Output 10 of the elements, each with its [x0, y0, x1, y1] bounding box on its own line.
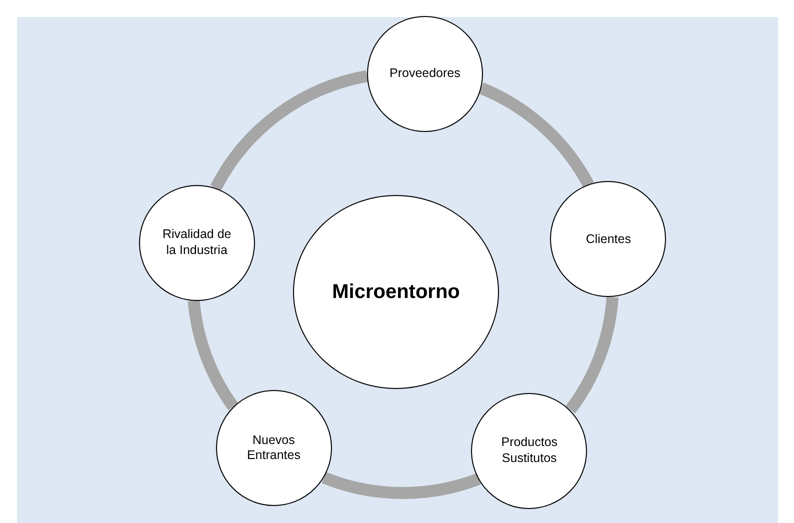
- ring-connector: [478, 82, 594, 188]
- node-label: Nuevos Entrantes: [246, 432, 302, 464]
- ring-connector: [210, 70, 368, 192]
- node-label: Clientes: [584, 232, 632, 248]
- node-label: Productos Sustitutos: [500, 435, 559, 466]
- ring-connector: [565, 296, 618, 414]
- node-label: Proveedores: [388, 66, 462, 82]
- node-label: Microentorno: [331, 280, 461, 304]
- node-label: Rivalidad de la Industria: [161, 227, 232, 259]
- ring-connector: [322, 472, 480, 499]
